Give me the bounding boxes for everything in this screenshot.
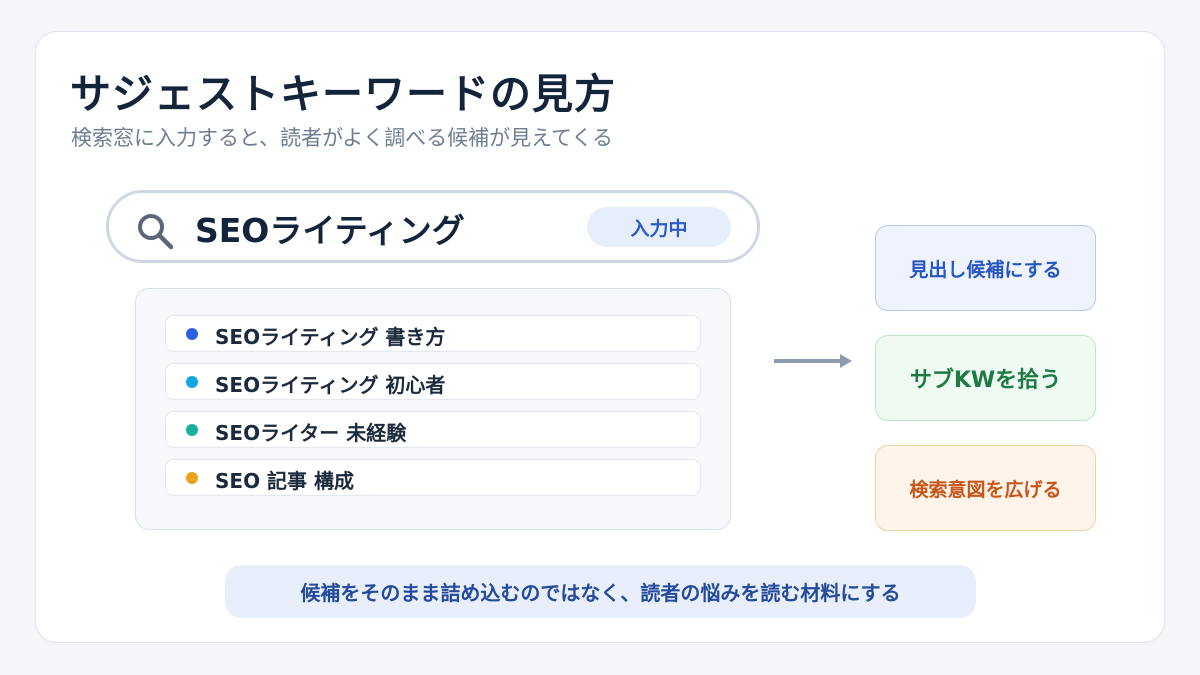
search-icon (138, 214, 174, 250)
action-expand-intent: 検索意図を広げる (875, 445, 1096, 531)
bullet-dot-icon (186, 424, 198, 436)
suggestion-item[interactable]: SEO 記事 構成 (165, 459, 701, 496)
search-query[interactable]: SEOライティング (195, 211, 465, 250)
action-headline-candidate: 見出し候補にする (875, 225, 1096, 311)
footer-note: 候補をそのまま詰め込むのではなく、読者の悩みを読む材料にする (225, 565, 976, 618)
arrow-right-icon (774, 354, 852, 368)
bullet-dot-icon (186, 376, 198, 388)
suggestion-panel: SEOライティング 書き方 SEOライティング 初心者 SEOライター 未経験 … (135, 288, 731, 530)
suggestion-item[interactable]: SEOライティング 初心者 (165, 363, 701, 400)
status-badge: 入力中 (587, 207, 731, 247)
suggestion-label: SEOライティング 書き方 (215, 325, 446, 349)
suggestion-label: SEO 記事 構成 (215, 469, 354, 493)
search-bar[interactable]: SEOライティング 入力中 (106, 190, 760, 263)
page-subtitle: 検索窓に入力すると、読者がよく調べる候補が見えてくる (71, 126, 614, 150)
bullet-dot-icon (186, 328, 198, 340)
bullet-dot-icon (186, 472, 198, 484)
page-title: サジェストキーワードの見方 (70, 70, 616, 118)
suggestion-label: SEOライティング 初心者 (215, 373, 446, 397)
suggestion-label: SEOライター 未経験 (215, 421, 407, 445)
suggestion-item[interactable]: SEOライティング 書き方 (165, 315, 701, 352)
suggestion-item[interactable]: SEOライター 未経験 (165, 411, 701, 448)
action-sub-keyword: サブKWを拾う (875, 335, 1096, 421)
